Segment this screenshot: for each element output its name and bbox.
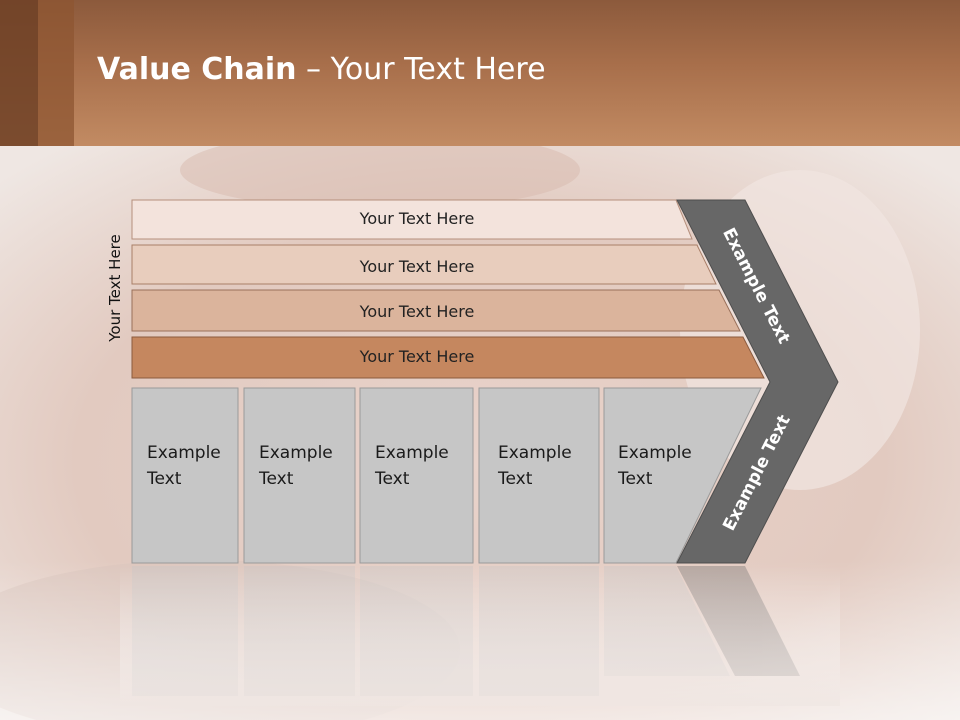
activity-box [478, 387, 600, 564]
band-shape [131, 244, 717, 285]
activity-box [243, 387, 356, 564]
value-chevron [676, 199, 839, 564]
title-bold: Value Chain [97, 52, 297, 87]
side-label: Your Text Here [106, 234, 124, 342]
band-shape [131, 336, 765, 379]
band-label: Your Text Here [359, 257, 475, 276]
header-stripe [38, 0, 74, 146]
band-shape [131, 199, 693, 240]
band-label: Your Text Here [359, 347, 475, 366]
header-stripe [0, 0, 38, 146]
activity-box [603, 387, 762, 564]
header-bar [0, 0, 960, 146]
activity-box [359, 387, 474, 564]
title-rest: – Your Text Here [296, 52, 546, 87]
activity-box [131, 387, 239, 564]
band-label: Your Text Here [359, 302, 475, 321]
band-label: Your Text Here [359, 209, 475, 228]
band-shape [131, 289, 741, 332]
slide-title: Value Chain – Your Text Here [97, 52, 546, 87]
